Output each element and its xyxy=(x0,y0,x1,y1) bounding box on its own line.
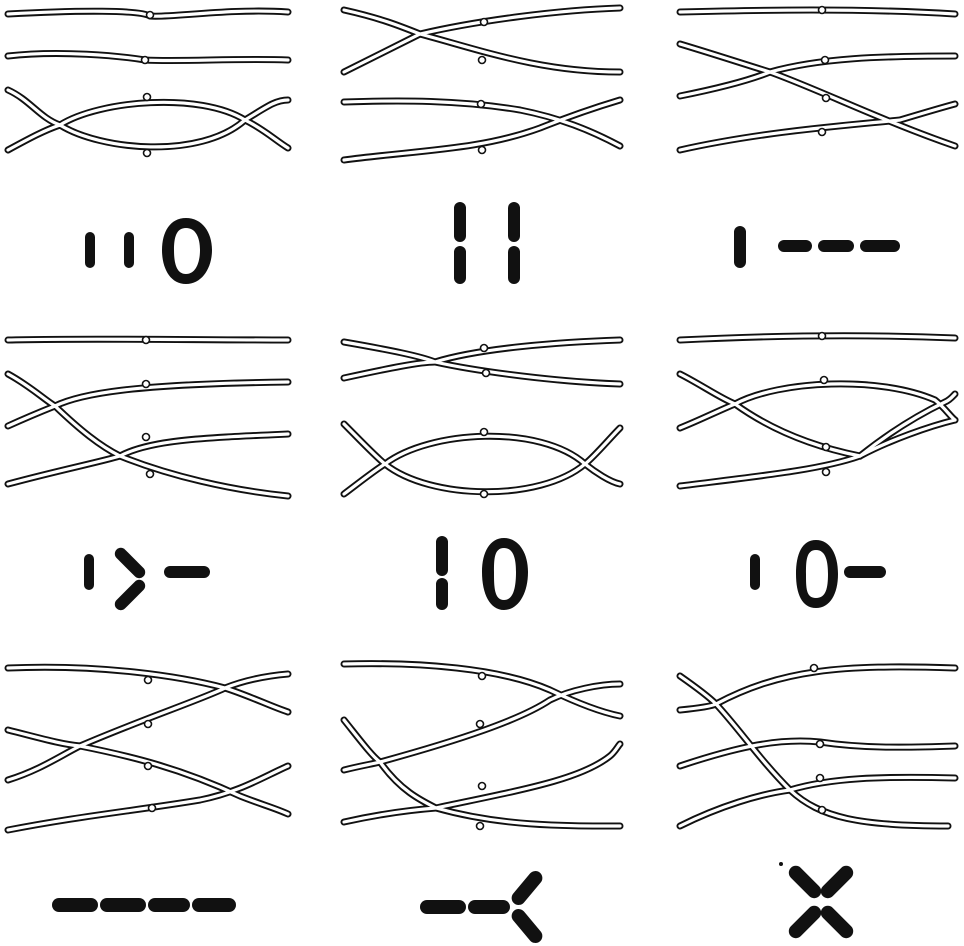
configuration-figure-5 xyxy=(436,536,528,610)
configuration-figure-2 xyxy=(454,202,520,284)
configuration-figure-3 xyxy=(734,226,900,268)
configuration-figure-9 xyxy=(779,862,856,941)
strand-diagram-5 xyxy=(344,340,620,498)
strand-diagram-8 xyxy=(344,664,620,830)
strand-diagram-9 xyxy=(680,665,955,827)
strand-diagram-3 xyxy=(680,7,955,151)
strand-diagram-2 xyxy=(344,8,620,160)
configuration-figure-1 xyxy=(85,218,212,284)
strand-diagram-1 xyxy=(8,11,288,156)
configuration-figure-8 xyxy=(420,868,545,946)
strand-diagram-6 xyxy=(680,333,955,487)
strand-diagram-7 xyxy=(8,667,288,830)
configuration-figure-6 xyxy=(750,540,886,608)
strand-diagram-4 xyxy=(8,337,288,497)
configuration-figure-4 xyxy=(84,545,210,612)
configuration-figure-7 xyxy=(52,898,236,912)
